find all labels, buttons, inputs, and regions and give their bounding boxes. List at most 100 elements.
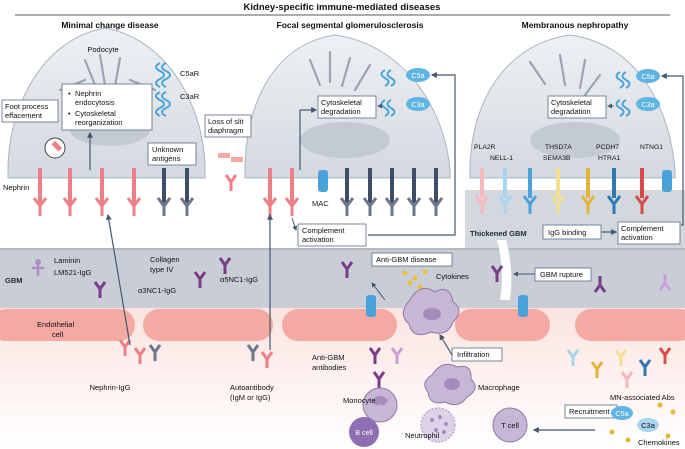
antigen-htra1: HTRA1 — [598, 155, 621, 162]
fsgs-c3a-label: C3a — [411, 100, 424, 109]
a3nc1-label: α3NC1-IgG — [138, 286, 176, 295]
fsgs-nephrin-molecules — [268, 168, 294, 203]
macrophage-to-gbm-arrow — [371, 282, 386, 301]
b-cell — [349, 417, 379, 447]
mn-complement-loop — [660, 73, 684, 226]
laminin-molecule-head — [35, 259, 41, 265]
bullet-nephrin-endocytosis: • — [68, 89, 71, 98]
endothelial-line2: cell — [52, 330, 64, 339]
c3ar-label: C3aR — [180, 92, 200, 101]
fsgs-c5a-badge — [406, 68, 430, 82]
lumen-c3a-badge — [637, 418, 659, 432]
broken-slit-diaphragm — [231, 157, 243, 162]
fsgs-c5a-receptor — [380, 69, 396, 87]
mn-complement-line1: Complement — [621, 224, 664, 233]
fsgs-complement-line2: activation — [302, 235, 334, 244]
mechanism-box — [61, 83, 153, 131]
endothelial-cell — [0, 309, 135, 341]
mn-c5a-receptor — [615, 71, 631, 89]
autoantibody-line1: Autoantibody — [230, 383, 274, 392]
lumen-autoantibody — [246, 344, 274, 368]
mn-antigen-molecules — [480, 168, 672, 198]
t-cell — [492, 407, 528, 443]
antigen-nell1: NELL-1 — [490, 155, 513, 162]
fsgs-antigen-molecules — [345, 168, 438, 203]
collagen-line2: type IV — [150, 265, 173, 274]
chemokines-label: Chemokines — [638, 438, 680, 447]
fsgs-complement-line1: Complement — [302, 226, 345, 235]
neutrophil-label: Neutrophil — [405, 431, 440, 440]
fsgs-nephrin-igg — [262, 197, 300, 216]
lumen-c3a-label: C3a — [641, 421, 656, 430]
gbm-label: GBM — [5, 276, 23, 285]
a3nc1-igg-icon — [193, 271, 207, 288]
endothelial-cell — [282, 309, 397, 341]
loss-slit-box — [204, 114, 252, 138]
antigen-pcdh7: PCDH7 — [596, 144, 619, 151]
nephrin-label: Nephrin — [3, 183, 29, 192]
endothelial-cell — [143, 309, 273, 341]
loss-slit-line1: Loss of slit — [208, 117, 244, 126]
a5nc1-igg-icon — [218, 257, 232, 274]
mn-c3a-badge — [636, 97, 660, 111]
mn-gbm-mac — [518, 295, 528, 317]
bullet2-line2: reorganization — [75, 118, 123, 127]
col-title-fsgs: Focal segmental glomerulosclerosis — [277, 20, 424, 30]
lumen-c5a-badge — [611, 406, 633, 420]
gbm-mac-complex — [366, 295, 376, 317]
anti-gbm-disease-label: Anti-GBM disease — [376, 255, 436, 264]
mn-gbm-igg-icon — [658, 274, 672, 291]
broken-slit-diaphragm — [218, 153, 230, 158]
thickened-gbm-label: Thickened GBM — [470, 229, 527, 238]
mcd-antigen-igg — [156, 197, 195, 216]
a5nc1-label: α5NC1-IgG — [220, 275, 258, 284]
mn-complement-line2: activation — [621, 233, 653, 242]
mn-gbm-igg-icon — [593, 276, 607, 293]
b-cell-label: B cell — [355, 428, 373, 437]
podocyte-label: Podocyte — [87, 45, 118, 54]
fsgs-antigen-igg — [339, 197, 444, 216]
autoantibody-line2: (IgM or IgG) — [230, 393, 271, 402]
fsgs-c5a-label: C5a — [411, 71, 424, 80]
infiltration-arrow — [439, 333, 453, 356]
monocyte-nucleus — [372, 396, 388, 406]
mn-c3a-label: C3a — [641, 100, 654, 109]
macrophage-nucleus — [423, 308, 441, 320]
mcd-c3ar-receptor — [155, 91, 171, 117]
mn-cyto-box — [547, 95, 607, 119]
col-title-mn: Membranous nephropathy — [522, 20, 629, 30]
lm521-igg-icon — [93, 281, 107, 298]
endothelial-line1: Endothelial — [37, 320, 74, 329]
fsgs-cyto-line1: Cytoskeletal — [321, 98, 362, 107]
mn-bound-igg — [474, 195, 650, 214]
anti-gbm-ab-line2: antibodies — [312, 363, 346, 372]
gbm-igg-icon — [340, 261, 354, 278]
bullet2-line1: Cytoskeletal — [75, 109, 116, 118]
anti-gbm-antibodies — [368, 347, 404, 388]
mn-cyto-line1: Cytoskeletal — [551, 98, 592, 107]
nephrin-igg-label: Nephrin-IgG — [90, 383, 131, 392]
fsgs-c3a-receptor — [380, 99, 396, 117]
antigen-pla2r: PLA2R — [474, 144, 496, 151]
endothelial-cell — [575, 309, 685, 341]
lm521-label: LM521-IgG — [54, 268, 92, 277]
neutrophil-cell — [420, 407, 456, 443]
figure-title: Kidney-specific immune-mediated diseases — [244, 2, 441, 13]
fsgs-free-igg — [224, 174, 238, 191]
foot-process-line1: Foot process — [5, 102, 49, 111]
internalized-nephrin — [51, 140, 63, 152]
mn-complement-box — [617, 221, 681, 245]
cytokines-label: Cytokines — [436, 272, 469, 281]
lumen-nephrin-igg — [118, 339, 162, 364]
neutrophil-granules — [430, 415, 448, 434]
mn-cyto-line2: degradation — [551, 107, 591, 116]
fsgs-cyto-line2: degradation — [321, 107, 361, 116]
mcd-nephrin-molecules — [38, 168, 136, 203]
monocyte-label: Monocyte — [343, 396, 376, 405]
nucleus-mn — [530, 122, 620, 158]
monocyte-cell — [362, 387, 398, 423]
fsgs-complement-box — [297, 223, 367, 247]
bullet1-line1: Nephrin — [75, 89, 101, 98]
macrophage-label: Macrophage — [478, 383, 520, 392]
